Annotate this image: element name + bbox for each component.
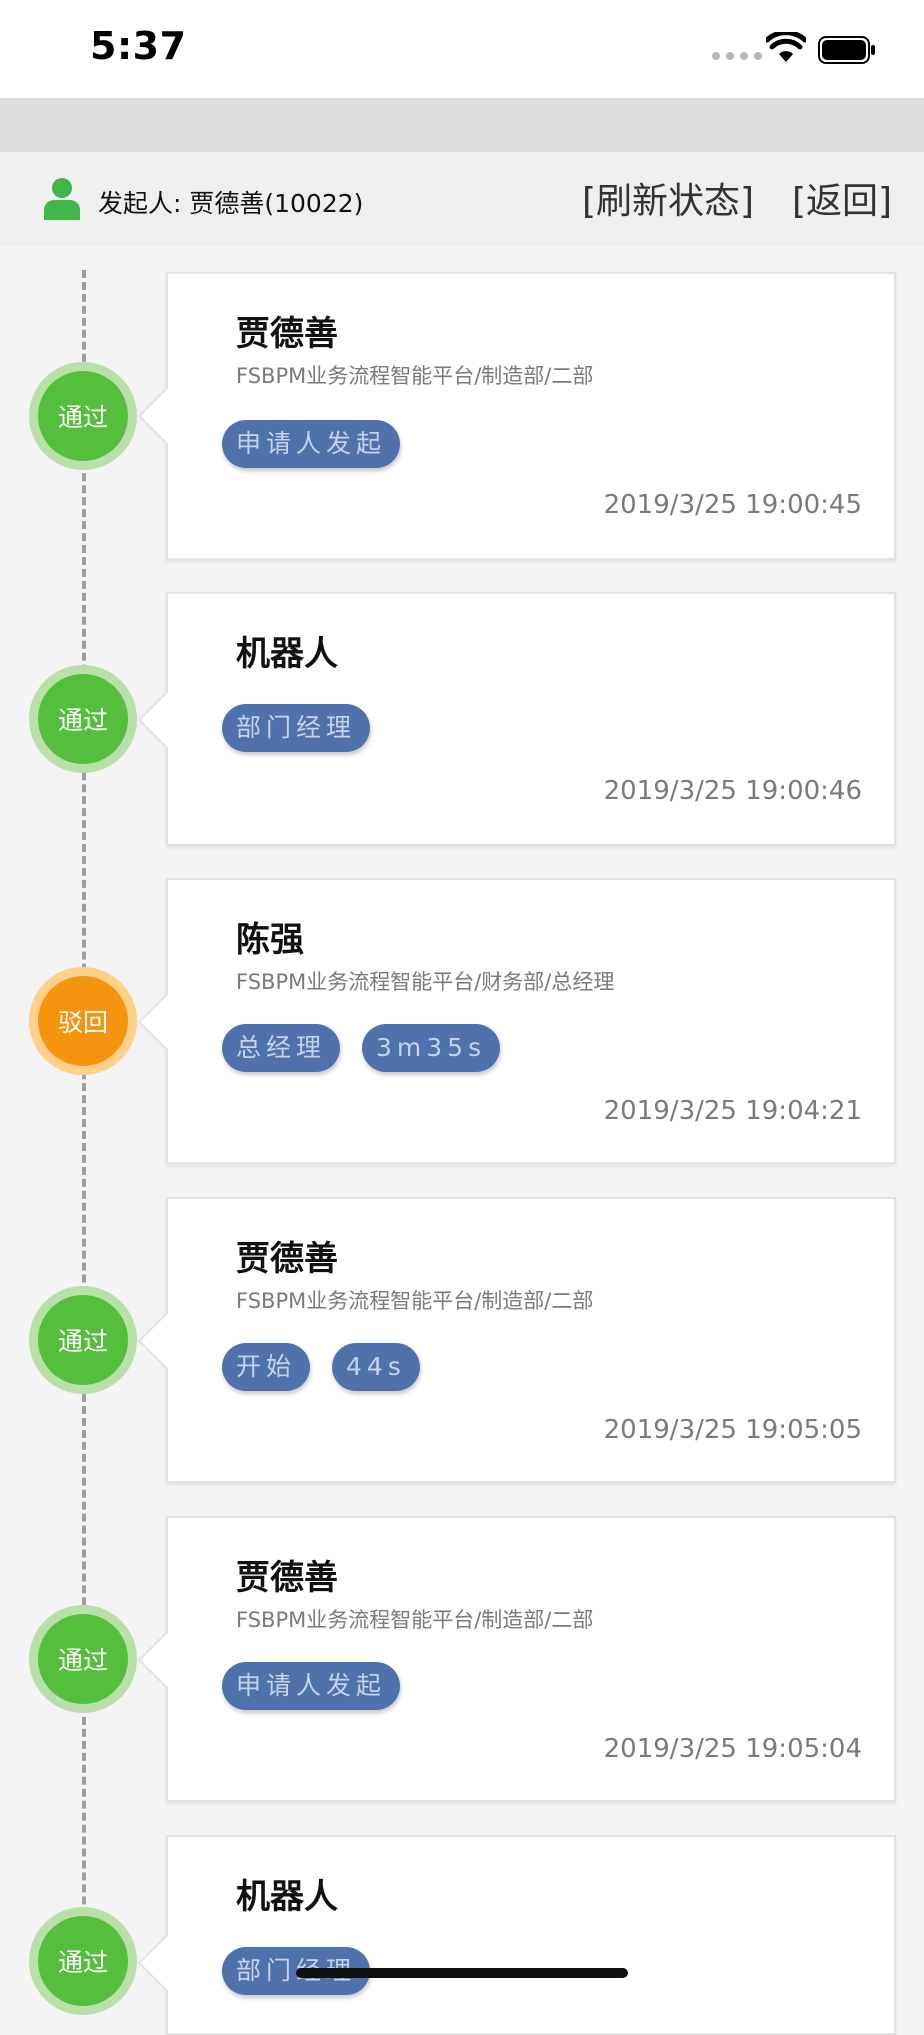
initiator-header: 发起人: 贾德善(10022) [刷新状态] [返回] [0,152,924,246]
step-status-label: 通过 [38,371,128,461]
person-icon [44,178,80,220]
back-button[interactable]: [返回] [792,181,893,222]
timeline-line [82,270,86,2000]
step-tags: 总经理 3m35s [222,1024,501,1072]
step-org-path: FSBPM业务流程智能平台/制造部/二部 [236,1608,594,1632]
step-tags: 申请人发起 [222,420,401,468]
step-node-tag: 申请人发起 [222,420,401,468]
step-card[interactable]: 陈强 FSBPM业务流程智能平台/财务部/总经理 总经理 3m35s 2019/… [137,878,896,1164]
card-pointer [137,691,195,749]
step-status-badge: 通过 [29,1907,137,2015]
step-timestamp: 2019/3/25 19:00:45 [603,490,862,520]
step-status-badge: 通过 [29,665,137,773]
nav-spacer [0,98,924,152]
step-card[interactable]: 贾德善 FSBPM业务流程智能平台/制造部/二部 开始 44s 2019/3/2… [137,1197,896,1483]
step-tags: 部门经理 [222,704,371,752]
status-time: 5:37 [90,24,187,68]
step-status-label: 通过 [38,1295,128,1385]
step-approver-name: 贾德善 [236,314,338,354]
step-card[interactable]: 贾德善 FSBPM业务流程智能平台/制造部/二部 申请人发起 2019/3/25… [137,272,896,560]
step-status-badge: 通过 [29,1605,137,1713]
step-timestamp: 2019/3/25 19:00:46 [603,776,862,806]
step-approver-name: 机器人 [236,1877,338,1917]
step-node-tag: 开始 [222,1343,311,1391]
step-status-label: 通过 [38,1916,128,2006]
step-node-tag: 申请人发起 [222,1662,401,1710]
step-duration-tag: 44s [332,1343,420,1391]
step-node-tag: 总经理 [222,1024,341,1072]
home-indicator[interactable] [296,1968,628,1978]
step-duration-tag: 3m35s [362,1024,501,1072]
card-pointer [137,1631,195,1689]
step-status-label: 通过 [38,1614,128,1704]
step-timestamp: 2019/3/25 19:04:21 [603,1096,862,1126]
initiator-label: 发起人: 贾德善(10022) [98,189,364,218]
card-pointer [137,993,195,1051]
step-node-tag: 部门经理 [222,704,371,752]
step-timestamp: 2019/3/25 19:05:04 [603,1734,862,1764]
card-pointer [137,387,195,445]
step-status-badge: 通过 [29,362,137,470]
step-card[interactable]: 贾德善 FSBPM业务流程智能平台/制造部/二部 申请人发起 2019/3/25… [137,1516,896,1802]
step-status-badge: 驳回 [29,967,137,1075]
step-org-path: FSBPM业务流程智能平台/制造部/二部 [236,1289,594,1313]
step-timestamp: 2019/3/25 19:05:05 [603,1415,862,1445]
card-pointer [137,1312,195,1370]
step-approver-name: 贾德善 [236,1558,338,1598]
battery-icon [818,36,875,64]
step-status-badge: 通过 [29,1286,137,1394]
step-card[interactable]: 机器人 部门经理 [137,1835,896,2035]
step-status-label: 驳回 [38,976,128,1066]
step-org-path: FSBPM业务流程智能平台/财务部/总经理 [236,970,615,994]
status-bar: 5:37 [0,0,924,98]
step-approver-name: 机器人 [236,634,338,674]
step-approver-name: 贾德善 [236,1239,338,1279]
wifi-icon [766,32,806,62]
step-card[interactable]: 机器人 部门经理 2019/3/25 19:00:46 [137,592,896,846]
step-approver-name: 陈强 [236,920,304,960]
card-pointer [137,1934,195,1992]
step-status-label: 通过 [38,674,128,764]
refresh-status-button[interactable]: [刷新状态] [582,181,755,222]
step-tags: 申请人发起 [222,1662,401,1710]
step-org-path: FSBPM业务流程智能平台/制造部/二部 [236,364,594,388]
signal-icon [712,52,762,60]
step-tags: 开始 44s [222,1343,420,1391]
